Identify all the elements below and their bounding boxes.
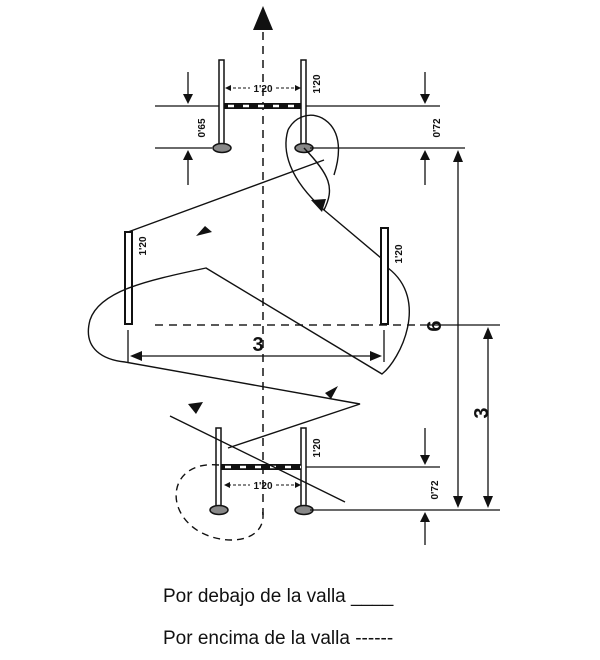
left-hurdle-height-label: 1'20	[138, 236, 149, 256]
bottom-bar-width-label: 1'20	[253, 481, 273, 492]
bottom-pole-height-label: 1'20	[312, 438, 323, 458]
top-left-base	[212, 142, 232, 154]
bottom-left-base	[209, 504, 229, 516]
arrow-left-upper	[196, 226, 212, 236]
top-bar-width-label: 1'20	[253, 84, 273, 95]
right-hurdle-height-label: 1'20	[394, 244, 405, 264]
right-dimensions	[306, 72, 500, 545]
arrow-top-right	[311, 199, 326, 212]
right-hurdle	[380, 227, 389, 325]
arrow-left-lower	[188, 402, 203, 414]
top-offset-label: 0'72	[432, 118, 443, 138]
top-pole-height-label: 1'20	[312, 74, 323, 94]
top-right-pole	[300, 59, 307, 149]
half-length-label: 3	[471, 407, 493, 418]
center-axes	[155, 32, 420, 515]
total-length-label: 6	[424, 320, 446, 331]
top-left-pole	[218, 59, 225, 149]
left-dimensions	[155, 72, 219, 185]
bottom-right-pole	[300, 427, 307, 511]
bottom-gate	[209, 427, 314, 516]
horizontal-distance-label: 3	[252, 334, 263, 356]
arrow-right-lower	[325, 386, 338, 399]
route-arrows	[188, 199, 338, 414]
legend-under-hurdle: Por debajo de la valla ____	[163, 586, 394, 607]
horizontal-dimension	[127, 330, 385, 362]
bottom-offset-label: 0'72	[430, 480, 441, 500]
top-gap-label: 0'65	[197, 118, 208, 138]
top-gate	[212, 59, 314, 154]
left-hurdle	[124, 231, 133, 325]
axis-arrow-head	[253, 6, 273, 30]
obstacle-course-diagram: 1'20 1'20 1'20 1'20 1'20 1'20 0'65 0'72 …	[87, 6, 500, 545]
legend-over-hurdle: Por encima de la valla ------	[163, 628, 394, 649]
route-path	[87, 114, 410, 503]
